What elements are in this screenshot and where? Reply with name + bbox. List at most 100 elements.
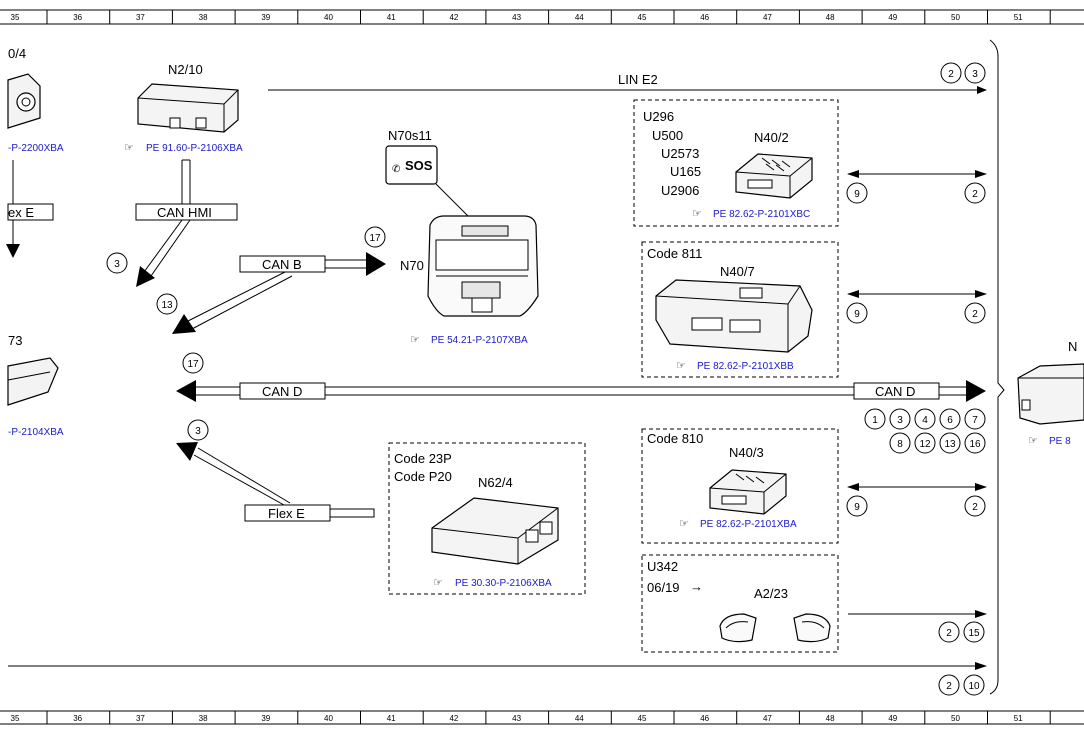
- svg-text:3: 3: [114, 259, 120, 270]
- svg-text:0/4: 0/4: [8, 46, 26, 61]
- ref-circle: 2: [938, 621, 960, 643]
- svg-text:☞: ☞: [410, 333, 420, 346]
- component-n40-2: U296 U500 U2573 U165 U2906 N40/2 ☞ PE 82…: [633, 99, 839, 227]
- ref-circle: 17: [182, 352, 204, 374]
- ref-circle: 3: [106, 252, 128, 274]
- ruler-top-label: 38: [199, 13, 208, 22]
- ruler-top-label: 39: [261, 13, 270, 22]
- svg-text:A2/23: A2/23: [754, 586, 788, 601]
- svg-text:17: 17: [369, 233, 381, 244]
- ruler-bottom-label: 35: [11, 714, 20, 723]
- svg-text:U342: U342: [647, 559, 678, 574]
- bus-can-d: CAN D CAN D: [176, 380, 986, 402]
- ruler-top-label: 41: [387, 13, 396, 22]
- svg-text:2: 2: [972, 189, 978, 200]
- svg-text:3: 3: [195, 426, 201, 437]
- ruler-bottom-label: 46: [700, 714, 709, 723]
- svg-text:8: 8: [897, 439, 903, 450]
- ruler-top-label: 46: [700, 13, 709, 22]
- ruler-top-label: 35: [11, 13, 20, 22]
- ruler-top-label: 37: [136, 13, 145, 22]
- svg-text:N40/7: N40/7: [720, 264, 755, 279]
- svg-text:U2906: U2906: [661, 183, 699, 198]
- svg-text:☞: ☞: [1028, 434, 1038, 447]
- svg-text:✆: ✆: [392, 164, 400, 175]
- ruler-bottom-label: 45: [638, 714, 647, 723]
- bottom-ruler: [0, 710, 1084, 725]
- svg-text:☞: ☞: [692, 207, 702, 220]
- ref-circle: 13: [939, 432, 961, 454]
- ruler-bottom-label: 51: [1014, 714, 1023, 723]
- ruler-top-label: 47: [763, 13, 772, 22]
- ref-circle: 3: [889, 408, 911, 430]
- svg-text:☞: ☞: [676, 359, 686, 372]
- component-a2-23: U342 06/19 → A2/23: [641, 554, 839, 653]
- svg-text:PE 54.21-P-2107XBA: PE 54.21-P-2107XBA: [431, 335, 528, 346]
- bus-lin-e2: LIN E2: [268, 72, 987, 94]
- ref-circle: 6: [939, 408, 961, 430]
- svg-text:7: 7: [972, 415, 978, 426]
- svg-text:N62/4: N62/4: [478, 475, 513, 490]
- ref-circle: 10: [963, 674, 985, 696]
- ref-circle: 8: [889, 432, 911, 454]
- svg-text:17: 17: [187, 359, 199, 370]
- ref-circle: 17: [364, 226, 386, 248]
- ref-circle: 2: [964, 182, 986, 204]
- svg-text:16: 16: [969, 439, 981, 450]
- svg-text:PE 82.62-P-2101XBC: PE 82.62-P-2101XBC: [713, 209, 810, 220]
- svg-text:N2/10: N2/10: [168, 62, 203, 77]
- svg-text:CAN B: CAN B: [262, 257, 302, 272]
- ref-circle: 15: [963, 621, 985, 643]
- svg-text:N70: N70: [400, 258, 424, 273]
- ref-circle: 1: [864, 408, 886, 430]
- ref-circle: 3: [187, 419, 209, 441]
- svg-text:PE 30.30-P-2106XBA: PE 30.30-P-2106XBA: [455, 578, 552, 589]
- bus-can-b: CAN B: [172, 252, 386, 334]
- svg-text:☞: ☞: [679, 517, 689, 530]
- ruler-bottom-label: 36: [73, 714, 82, 723]
- ruler-bottom-label: 44: [575, 714, 584, 723]
- ruler-top-label: 51: [1014, 13, 1023, 22]
- ref-circle: 4: [914, 408, 936, 430]
- svg-text:ex E: ex E: [8, 205, 34, 220]
- svg-text:N40/3: N40/3: [729, 445, 764, 460]
- component-left-mid: 73 -P-2104XBA: [7, 333, 64, 438]
- svg-text:PE 91.60-P-2106XBA: PE 91.60-P-2106XBA: [146, 143, 243, 154]
- svg-text:N70s11: N70s11: [388, 128, 432, 143]
- ruler-bottom-label: 39: [261, 714, 270, 723]
- ref-circle: 2: [964, 495, 986, 517]
- component-left-top: 0/4 -P-2200XBA ex E: [6, 46, 64, 258]
- ref-circle: 9: [846, 495, 868, 517]
- ref-circle: 9: [846, 182, 868, 204]
- svg-text:PE 82.62-P-2101XBB: PE 82.62-P-2101XBB: [697, 361, 794, 372]
- svg-text:N: N: [1068, 339, 1077, 354]
- svg-text:-P-2200XBA: -P-2200XBA: [8, 143, 64, 154]
- svg-text:Flex E: Flex E: [268, 506, 305, 521]
- ref-circle: 2: [964, 302, 986, 324]
- right-bracket: [989, 39, 1005, 695]
- svg-text:9: 9: [854, 189, 860, 200]
- svg-text:Code 23P: Code 23P: [394, 451, 452, 466]
- ref-circle: 13: [156, 293, 178, 315]
- svg-text:3: 3: [972, 69, 978, 80]
- ruler-top-label: 40: [324, 13, 333, 22]
- ruler-top-label: 50: [951, 13, 960, 22]
- svg-text:CAN D: CAN D: [875, 384, 915, 399]
- top-ruler: [0, 9, 1084, 25]
- svg-text:2: 2: [946, 628, 952, 639]
- svg-text:9: 9: [854, 309, 860, 320]
- svg-text:PE 82.62-P-2101XBA: PE 82.62-P-2101XBA: [700, 519, 797, 530]
- svg-text:15: 15: [968, 628, 980, 639]
- ref-circle: 3: [964, 62, 986, 84]
- svg-text:U500: U500: [652, 128, 683, 143]
- svg-text:6: 6: [947, 415, 953, 426]
- ref-circle: 9: [846, 302, 868, 324]
- svg-text:CAN HMI: CAN HMI: [157, 205, 212, 220]
- bus-can-hmi: CAN HMI: [135, 203, 238, 287]
- svg-text:9: 9: [854, 502, 860, 513]
- ref-circle: 2: [940, 62, 962, 84]
- ruler-bottom-label: 48: [826, 714, 835, 723]
- svg-text:N40/2: N40/2: [754, 130, 789, 145]
- ref-circle: 12: [914, 432, 936, 454]
